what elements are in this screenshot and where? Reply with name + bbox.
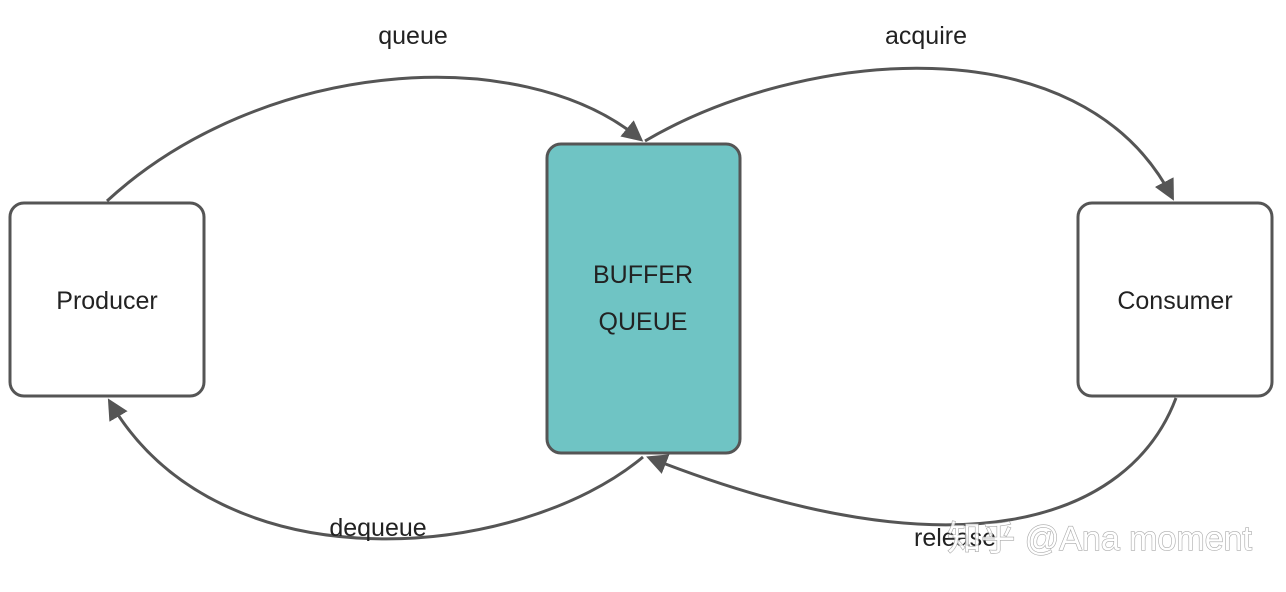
- edge-queue-arrow: [105, 75, 644, 203]
- edge-dequeue-label: dequeue: [329, 514, 426, 542]
- edge-dequeue-arrow: [107, 398, 644, 541]
- edge-acquire-label: acquire: [885, 22, 967, 50]
- edge-release-arrow: [646, 397, 1178, 527]
- watermark-text: 知乎 @Ana moment: [947, 520, 1252, 558]
- edge-queue-label: queue: [378, 22, 448, 50]
- consumer-node[interactable]: Consumer: [1076, 201, 1274, 398]
- edge-release-label: release: [914, 524, 996, 552]
- edge-acquire-arrow: [644, 66, 1174, 201]
- buffer-queue-label-line2: QUEUE: [599, 308, 688, 336]
- consumer-box: [1076, 201, 1274, 398]
- buffer-queue-label-line1: BUFFER: [593, 261, 693, 289]
- consumer-label: Consumer: [1117, 287, 1232, 315]
- buffer-queue-node[interactable]: BUFFER QUEUE: [545, 142, 742, 455]
- buffer-queue-box: [545, 142, 742, 455]
- producer-node[interactable]: Producer: [8, 201, 206, 398]
- producer-box: [8, 201, 206, 398]
- producer-label: Producer: [56, 287, 157, 315]
